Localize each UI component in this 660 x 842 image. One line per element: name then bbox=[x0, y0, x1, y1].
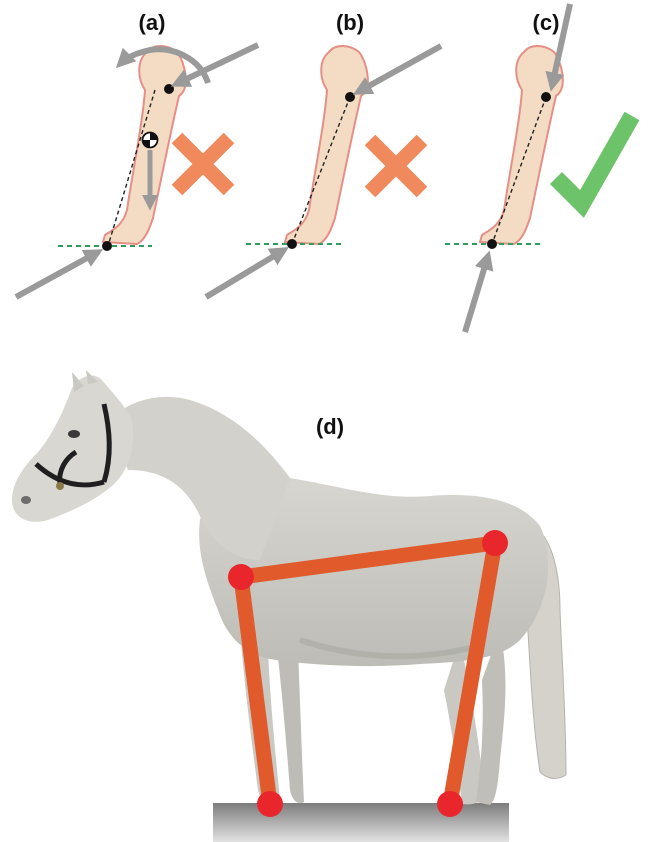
joint-dot bbox=[345, 92, 355, 102]
center-of-mass-icon bbox=[143, 133, 158, 148]
ground-reaction-arrow bbox=[465, 256, 488, 332]
joint-circle bbox=[257, 791, 283, 817]
panel-a: (a) bbox=[16, 10, 258, 297]
ground-reaction-arrow bbox=[16, 252, 98, 297]
checkmark-icon bbox=[556, 116, 632, 204]
force-arrow bbox=[358, 46, 441, 92]
joint-circle bbox=[228, 564, 254, 590]
panel-d-label: (d) bbox=[316, 414, 344, 439]
joint-circle bbox=[437, 791, 463, 817]
panel-verdict-icon bbox=[370, 140, 422, 192]
panel-verdict-icon bbox=[177, 138, 229, 190]
contact-dot bbox=[487, 239, 497, 249]
ground-platform bbox=[213, 803, 509, 842]
contact-dot bbox=[287, 239, 297, 249]
joint-dot bbox=[541, 92, 551, 102]
ground-reaction-arrow bbox=[206, 250, 284, 297]
panel-a-label: (a) bbox=[139, 10, 166, 35]
panel-c-label: (c) bbox=[533, 10, 560, 35]
panel-b-label: (b) bbox=[336, 10, 364, 35]
limb-shape bbox=[285, 46, 368, 244]
panel-d: (d) bbox=[12, 370, 566, 842]
joint-circle bbox=[482, 530, 508, 556]
panel-c: (c) bbox=[445, 4, 632, 332]
joint-dot bbox=[164, 84, 174, 94]
force-arrow bbox=[176, 45, 258, 84]
contact-dot bbox=[102, 241, 112, 251]
limb-shape bbox=[480, 46, 563, 244]
